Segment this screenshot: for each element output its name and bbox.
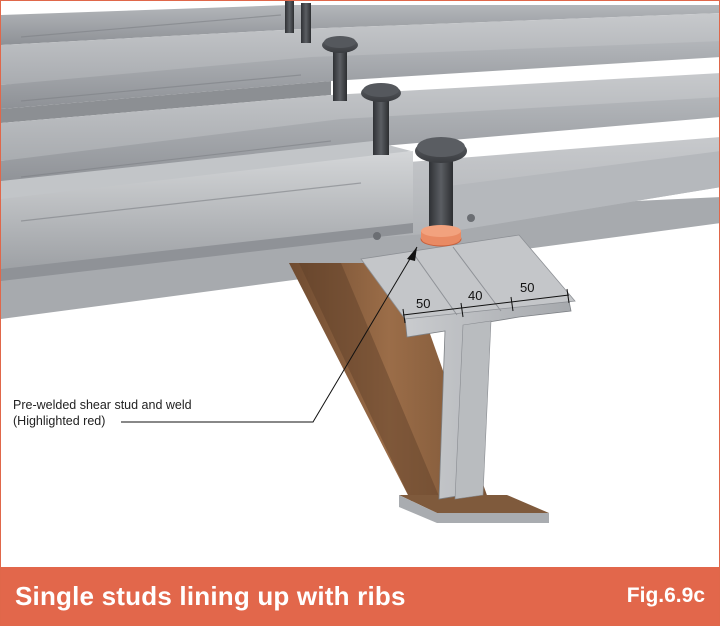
shear-stud-3 xyxy=(322,36,358,101)
beam-web-shadow xyxy=(299,263,441,501)
beam-lower-flange-top xyxy=(399,495,549,513)
figure-caption: Single studs lining up with ribs xyxy=(15,581,406,611)
figure-number: Fig.6.9c xyxy=(626,584,705,607)
deck-front-edge xyxy=(1,223,413,281)
deck-rib-4-top xyxy=(1,141,411,199)
dimension-middle: 40 xyxy=(468,288,482,303)
deck-rib-1 xyxy=(1,5,719,45)
deck-fixing-2 xyxy=(467,214,475,222)
beam-web xyxy=(289,263,489,501)
steel-i-beam xyxy=(289,263,572,523)
metal-deck xyxy=(1,5,719,281)
shear-stud-1 xyxy=(415,137,467,247)
callout-line-1: Pre-welded shear stud and weld xyxy=(13,398,192,412)
deck-rib-2 xyxy=(1,41,719,109)
dimension-left: 50 xyxy=(416,296,430,311)
shear-studs xyxy=(285,1,467,247)
deck-fixing-1 xyxy=(373,232,381,240)
deck-edge-right xyxy=(441,151,719,233)
caption-bar: Single studs lining up with ribs Fig.6.9… xyxy=(1,567,719,625)
callout-line-2: (Highlighted red) xyxy=(13,414,106,428)
beam-lower-flange-end xyxy=(399,495,549,523)
flange-dimensions xyxy=(402,288,570,324)
dimension-right: 50 xyxy=(520,280,534,295)
shear-stud-2 xyxy=(361,83,401,155)
deck-rib-4 xyxy=(1,151,413,269)
stud-callout: Pre-welded shear stud and weld (Highligh… xyxy=(13,397,233,429)
deck-beam-illustration: 50 40 50 xyxy=(1,1,719,523)
deck-trough-1 xyxy=(1,13,719,85)
callout-leader xyxy=(121,246,418,423)
shear-stud-far xyxy=(285,1,311,43)
beam-section-web xyxy=(454,320,492,500)
rib-embossing xyxy=(20,14,362,222)
deck-rib-2-face xyxy=(1,81,331,123)
